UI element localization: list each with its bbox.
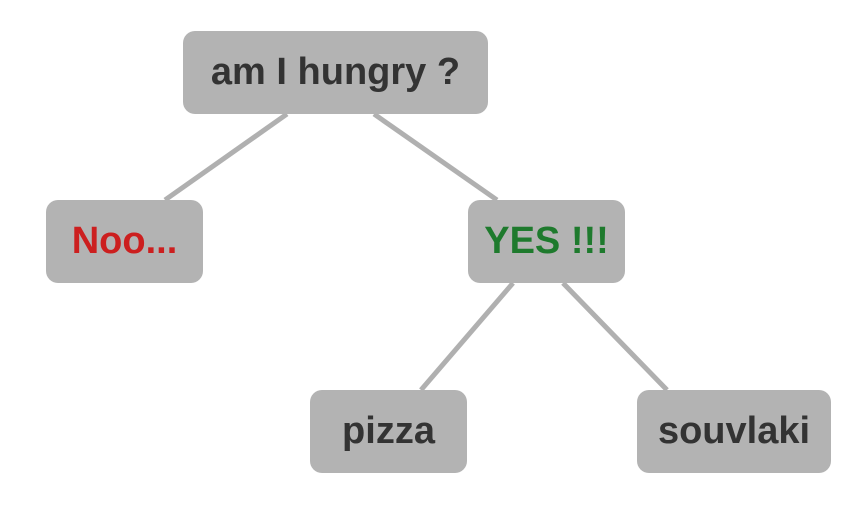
edge-root-to-no bbox=[163, 111, 289, 203]
node-label: YES !!! bbox=[484, 220, 609, 262]
node-label: Noo... bbox=[71, 220, 178, 262]
node-label: am I hungry ? bbox=[210, 51, 461, 93]
node-noo: Noo... bbox=[46, 200, 203, 283]
node-pizza: pizza bbox=[310, 390, 467, 473]
edge-yes-to-pizza bbox=[419, 281, 515, 392]
node-yes: YES !!! bbox=[468, 200, 625, 283]
node-souvlaki: souvlaki bbox=[637, 390, 831, 473]
node-am-i-hungry: am I hungry ? bbox=[183, 31, 488, 114]
edge-yes-to-souvlaki bbox=[561, 281, 669, 392]
node-label: souvlaki bbox=[657, 410, 811, 452]
edge-root-to-yes bbox=[372, 111, 499, 203]
node-label: pizza bbox=[342, 410, 435, 452]
